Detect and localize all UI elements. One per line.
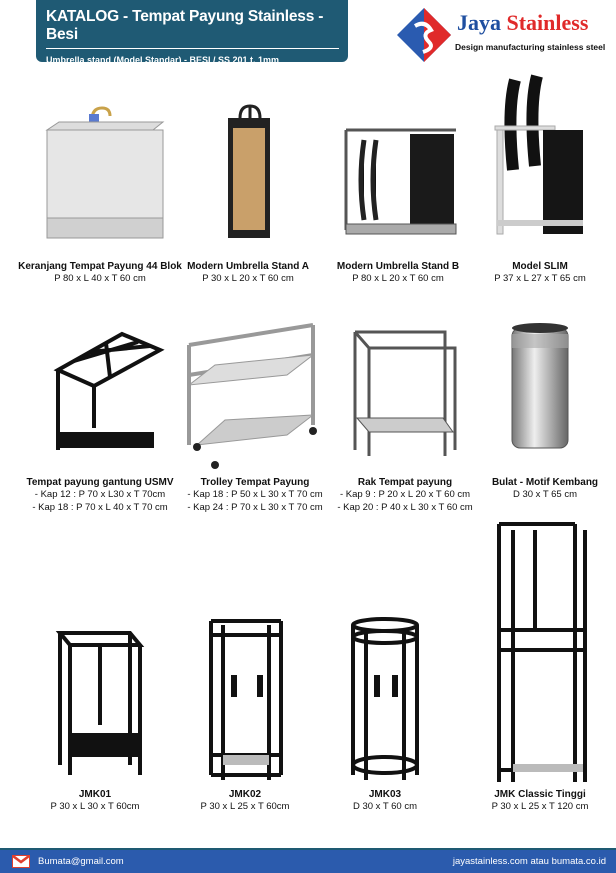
product-image bbox=[55, 631, 145, 775]
catalog-title: KATALOG - Tempat Payung Stainless - Besi bbox=[46, 8, 339, 49]
product-image bbox=[228, 104, 270, 238]
product-label: Bulat - Motif Kembang D 30 x T 65 cm bbox=[491, 477, 599, 500]
product-card[interactable] bbox=[335, 615, 435, 785]
product-image bbox=[351, 617, 419, 780]
product-card[interactable] bbox=[470, 60, 610, 260]
product-card[interactable] bbox=[330, 320, 470, 460]
product-card[interactable] bbox=[20, 320, 180, 460]
product-card[interactable] bbox=[175, 315, 325, 475]
brand-name: Jaya Stainless bbox=[457, 10, 589, 35]
product-image bbox=[53, 331, 165, 450]
product-label: JMK01 P 30 x L 30 x T 60cm bbox=[50, 789, 140, 812]
catalog-subtitle: Umbrella stand (Model Standar) - BESI / … bbox=[46, 55, 280, 65]
product-image bbox=[497, 522, 587, 782]
logo-diamond-icon bbox=[397, 8, 451, 62]
product-label: Model SLIM P 37 x L 27 x T 65 cm bbox=[494, 261, 586, 284]
brand-logo: Jaya Stainless Design manufacturing stai… bbox=[395, 4, 615, 64]
product-card[interactable] bbox=[178, 80, 318, 260]
product-card[interactable] bbox=[30, 615, 160, 785]
product-image bbox=[187, 323, 317, 469]
footer-email[interactable]: Bumata@gmail.com bbox=[38, 856, 124, 867]
product-image bbox=[511, 323, 569, 449]
catalog-header: KATALOG - Tempat Payung Stainless - Besi… bbox=[36, 0, 348, 65]
product-image bbox=[209, 619, 283, 780]
product-card[interactable] bbox=[475, 520, 605, 785]
product-card[interactable] bbox=[185, 615, 305, 785]
product-card[interactable] bbox=[480, 318, 600, 458]
product-label: Modern Umbrella Stand B P 80 x L 20 x T … bbox=[336, 261, 460, 284]
product-image bbox=[353, 330, 457, 456]
email-icon bbox=[12, 855, 30, 868]
product-label: Keranjang Tempat Payung 44 Blok P 80 x L… bbox=[18, 261, 182, 284]
product-label: Rak Tempat payung - Kap 9 : P 20 x L 20 … bbox=[337, 477, 473, 513]
product-image bbox=[45, 106, 165, 239]
product-label: Trolley Tempat Payung - Kap 18 : P 50 x … bbox=[187, 477, 323, 513]
product-card[interactable] bbox=[10, 80, 190, 260]
product-label: Tempat payung gantung USMV - Kap 12 : P … bbox=[26, 477, 174, 513]
footer-websites[interactable]: jayastainless.com atau bumata.co.id bbox=[452, 856, 606, 867]
product-label: JMK Classic Tinggi P 30 x L 25 x T 120 c… bbox=[491, 789, 589, 812]
product-image bbox=[344, 128, 457, 235]
product-image bbox=[494, 74, 583, 235]
product-label: JMK02 P 30 x L 25 x T 60cm bbox=[200, 789, 290, 812]
product-label: Modern Umbrella Stand A P 30 x L 20 x T … bbox=[187, 261, 309, 284]
brand-tagline: Design manufacturing stainless steel bbox=[455, 42, 606, 52]
footer: Bumata@gmail.com jayastainless.com atau … bbox=[0, 848, 616, 873]
product-card[interactable] bbox=[318, 80, 478, 260]
product-label: JMK03 D 30 x T 60 cm bbox=[352, 789, 418, 812]
